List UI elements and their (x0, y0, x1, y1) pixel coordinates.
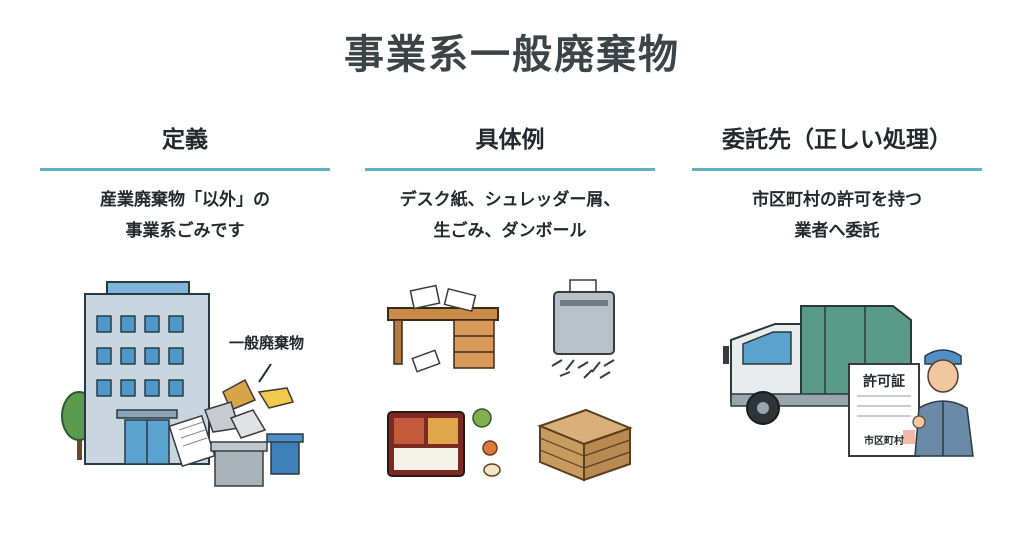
description-line: 市区町村の許可を持つ (752, 190, 922, 210)
column-heading-examples: 具体例 (475, 127, 545, 153)
description-line: 生ごみ、ダンボール (433, 221, 587, 241)
office-building-waste-illustration: 一般廃棄物 (61, 281, 304, 487)
waste-examples-illustration (387, 279, 633, 482)
food-waste-icon (387, 408, 501, 477)
permit-issuer: 市区町村 (864, 434, 904, 447)
permit-card (848, 363, 920, 457)
waste-pile-icon (168, 378, 304, 487)
cardboard-stack-icon (537, 408, 633, 482)
heading-divider (692, 168, 982, 171)
column-heading-contractor: 委託先（正しい処理） (722, 127, 952, 153)
description-line: 事業系ごみです (125, 221, 245, 241)
office-building-icon (84, 281, 210, 465)
desk-paper-icon (387, 284, 499, 373)
column-examples: 具体例 デスク紙、シュレッダー屑、 生ごみ、ダンボール (365, 118, 655, 247)
column-heading-definition: 定義 (162, 127, 208, 153)
waste-label: 一般廃棄物 (229, 334, 304, 352)
heading-divider (40, 168, 330, 171)
shredder-icon (551, 279, 615, 379)
column-description-definition: 産業廃棄物「以外」の 事業系ごみです (40, 185, 330, 247)
description-line: 産業廃棄物「以外」の (100, 190, 270, 210)
description-line: デスク紙、シュレッダー屑、 (399, 190, 621, 210)
column-definition: 定義 産業廃棄物「以外」の 事業系ごみです (40, 118, 330, 247)
licensed-contractor-illustration: 許可証 市区町村 (723, 305, 974, 457)
permit-title: 許可証 (863, 373, 905, 390)
pointer-line (258, 363, 272, 383)
column-description-examples: デスク紙、シュレッダー屑、 生ごみ、ダンボール (365, 185, 655, 247)
column-description-contractor: 市区町村の許可を持つ 業者へ委託 (692, 185, 982, 247)
worker-icon (912, 349, 974, 457)
page-title: 事業系一般廃棄物 (344, 32, 680, 78)
heading-divider (365, 168, 655, 171)
column-contractor: 委託先（正しい処理） 市区町村の許可を持つ 業者へ委託 (692, 118, 982, 247)
description-line: 業者へ委託 (794, 221, 880, 241)
